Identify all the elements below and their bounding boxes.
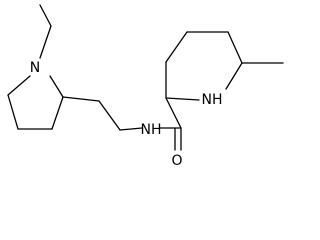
- structure-canvas: N NH NH O: [7, 4, 284, 169]
- bond-pyrrolidine-c3-c2: [51, 96, 64, 130]
- atom-label-piperidine-n: NH: [202, 92, 223, 108]
- bond-pyrrolidine-c5-c4: [7, 94, 19, 130]
- bond-pyrrolidine-n-c5: [7, 75, 31, 96]
- bond-piperidine-c3-c4: [165, 31, 188, 63]
- atom-label-amide-n: NH: [141, 122, 162, 138]
- bond-methylene-c: [98, 100, 121, 131]
- molecule-structure: N NH NH O: [7, 4, 284, 169]
- atom-label-pyrrolidine-n: N: [30, 60, 40, 76]
- bond-piperidine-c5-c6: [227, 31, 243, 64]
- bond-carbonyl-c-piperidine-c2: [165, 97, 182, 129]
- atom-label-carbonyl-o: O: [171, 153, 182, 169]
- bond-ethyl-ch3-ch2: [39, 4, 52, 27]
- bond-c2-methylene: [62, 96, 100, 102]
- bond-piperidine-c6-n: [225, 62, 243, 90]
- bond-ethyl-ch2-n: [39, 25, 52, 59]
- bond-ch2-amide-n: [119, 127, 143, 131]
- bond-piperidine-n-c2: [165, 97, 200, 101]
- bond-pyrrolidine-c2-n: [49, 75, 64, 98]
